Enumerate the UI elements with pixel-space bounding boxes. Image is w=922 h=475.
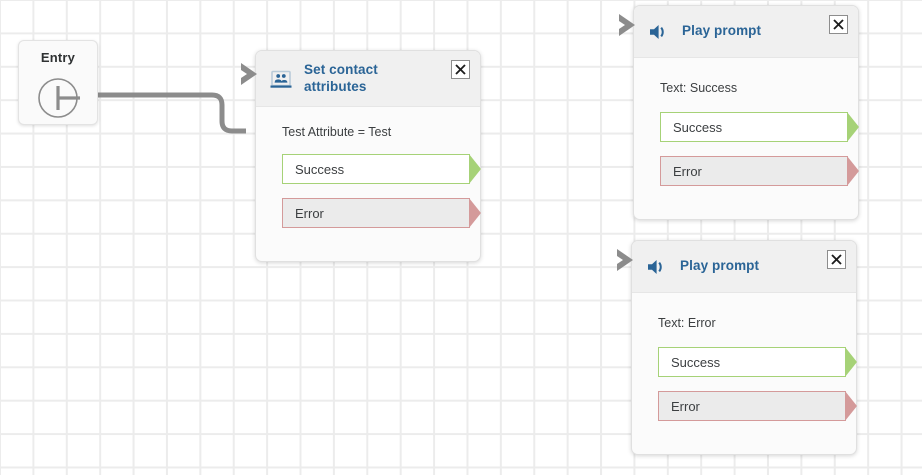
branch-arrow-success-icon[interactable]: [469, 154, 493, 185]
body-text: Test Attribute = Test: [282, 125, 392, 139]
card-header: Play prompt: [634, 6, 858, 58]
branch-list: Success Error: [282, 154, 481, 229]
branch-list: Success Error: [658, 347, 857, 422]
branch-arrow-error-icon[interactable]: [847, 156, 871, 187]
close-icon[interactable]: [829, 15, 848, 34]
node-play-prompt-error[interactable]: Play prompt Text: Error Success: [617, 240, 857, 455]
input-arrow-icon: [239, 59, 265, 89]
branch-label: Error: [295, 205, 324, 221]
branch-error[interactable]: Error: [658, 391, 857, 422]
branch-label: Success: [295, 161, 345, 177]
node-play-prompt-success[interactable]: Play prompt Text: Success Success: [619, 5, 859, 220]
entry-node[interactable]: Entry: [18, 40, 98, 125]
close-icon[interactable]: [827, 250, 846, 269]
branch-success[interactable]: Success: [282, 154, 481, 185]
branch-error[interactable]: Error: [660, 156, 859, 187]
contacts-icon: [270, 68, 292, 90]
branch-arrow-success-icon[interactable]: [845, 347, 869, 378]
card-header: Play prompt: [632, 241, 856, 293]
input-arrow-icon: [615, 245, 641, 275]
branch-arrow-success-icon[interactable]: [847, 112, 871, 143]
branch-list: Success Error: [660, 112, 859, 187]
card-body: Text: Success Success Error: [619, 14, 859, 196]
branch-success[interactable]: Success: [660, 112, 859, 143]
node-set-contact-attributes[interactable]: Set contact attributes Test Attribute = …: [241, 50, 481, 262]
card-title: Play prompt: [682, 23, 762, 39]
branch-label: Success: [671, 354, 721, 370]
entry-title: Entry: [40, 50, 76, 65]
card-title: Set contact attributes: [304, 61, 378, 94]
branch-label: Error: [671, 398, 700, 414]
branch-arrow-error-icon[interactable]: [845, 391, 869, 422]
branch-error[interactable]: Error: [282, 198, 481, 229]
card-title: Play prompt: [680, 258, 760, 274]
branch-label: Success: [673, 119, 723, 135]
card-body: Text: Error Success Error: [617, 249, 857, 431]
body-text: Text: Error: [658, 316, 716, 330]
speaker-icon: [646, 256, 668, 278]
card-body: Test Attribute = Test Success Error: [241, 63, 481, 238]
card-header: Set contact attributes: [256, 51, 480, 107]
input-arrow-icon: [617, 10, 643, 40]
branch-success[interactable]: Success: [658, 347, 857, 378]
close-icon[interactable]: [451, 60, 470, 79]
body-text: Text: Success: [660, 81, 738, 95]
branch-arrow-error-icon[interactable]: [469, 198, 493, 229]
speaker-icon: [648, 21, 670, 43]
entry-circle-icon: [19, 76, 97, 120]
branch-label: Error: [673, 163, 702, 179]
